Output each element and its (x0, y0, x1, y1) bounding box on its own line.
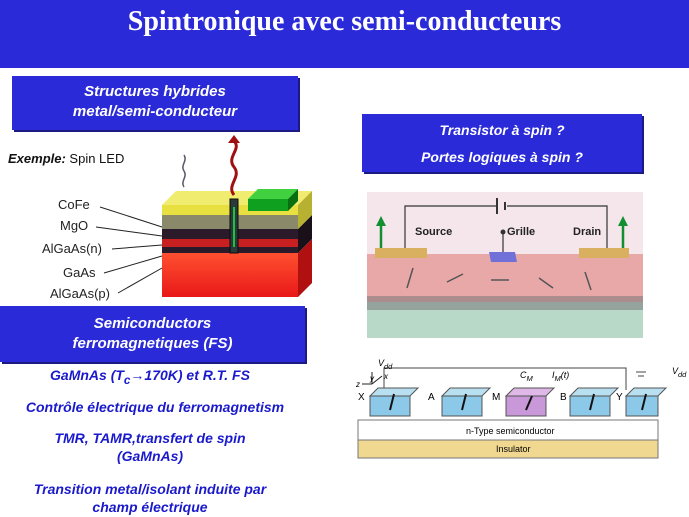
transistor-line2: Portes logiques à spin ? (421, 149, 583, 165)
node-x-label: X (358, 392, 365, 403)
fs-item-tmr-l2: (GaMnAs) (116, 448, 184, 464)
drain-contact (579, 248, 629, 258)
fs-item-gamnas: GaMnAs (Tc→170K) et R.T. FS (50, 367, 250, 387)
vdd-left-label: Vdd (378, 358, 393, 371)
spin-logic-drawing (357, 367, 668, 459)
node-a-label: A (428, 392, 435, 403)
hybrid-line1: Structures hybrides (84, 83, 226, 100)
insulator-label: Insulator (496, 444, 531, 454)
fs-item-transition-l1: Transition metal/isolant induite par (33, 481, 267, 497)
spin-logic-figure: Vdd Vdd x y z X A M B Y CM IM(t) n-Type … (356, 358, 687, 462)
fs-line1: Semiconductors (93, 315, 212, 332)
layer-algaas-n: AlGaAs(n) (42, 241, 102, 256)
title-bar (0, 0, 689, 68)
layer-algaas-p: AlGaAs(p) (50, 286, 110, 301)
im-label: IM(t) (552, 370, 570, 383)
axis-z-label: z (356, 380, 360, 389)
spin-led-diagram (162, 135, 312, 297)
ferromagnetic-semiconductors-box: Semiconductors ferromagnetiques (FS) (0, 306, 305, 362)
axis-x-label: x (384, 372, 388, 381)
layer-cofe: CoFe (58, 197, 90, 212)
layer-mgo: MgO (60, 218, 89, 233)
fs-item-electric-control: Contrôle électrique du ferromagnetism (25, 399, 285, 415)
transistor-line1: Transistor à spin ? (439, 122, 565, 138)
vdd-right-label: Vdd (672, 366, 687, 379)
example-value: Spin LED (65, 151, 125, 166)
contact-pad (248, 199, 288, 211)
gate-electrode (489, 252, 517, 262)
cm-label: CM (520, 370, 533, 383)
n-type-label: n-Type semiconductor (466, 426, 555, 436)
spin-transistor-box: Transistor à spin ? Portes logiques à sp… (362, 114, 642, 172)
example-prefix: Exemple: (8, 151, 66, 166)
example-label: Exemple: Spin LED (8, 151, 124, 166)
drain-label: Drain (573, 226, 602, 238)
node-y-label: Y (616, 392, 623, 403)
fs-item-transition-l2: champ électrique (92, 499, 208, 515)
node-m-label: M (492, 392, 501, 403)
spin-fet-drawing (367, 198, 643, 338)
hybrid-structures-box: Structures hybrides metal/semi-conducteu… (12, 76, 298, 130)
source-contact (375, 248, 427, 258)
layer-gaas: GaAs (63, 265, 96, 280)
gate-label: Grille (507, 226, 536, 238)
fs-line2: ferromagnetiques (FS) (72, 335, 233, 352)
spin-fet-figure: Source Grille Drain (367, 192, 643, 338)
axis-y-label: y (370, 374, 374, 383)
slide-title: Spintronique avec semi-conducteurs (127, 6, 562, 37)
node-b-label: B (560, 392, 567, 403)
light-wave-icon (230, 139, 238, 196)
algaas-p-layer (162, 253, 298, 297)
fs-item-tmr-l1: TMR, TAMR,transfert de spin (54, 430, 246, 446)
source-label: Source (415, 226, 453, 238)
hybrid-line2: metal/semi-conducteur (72, 103, 238, 120)
